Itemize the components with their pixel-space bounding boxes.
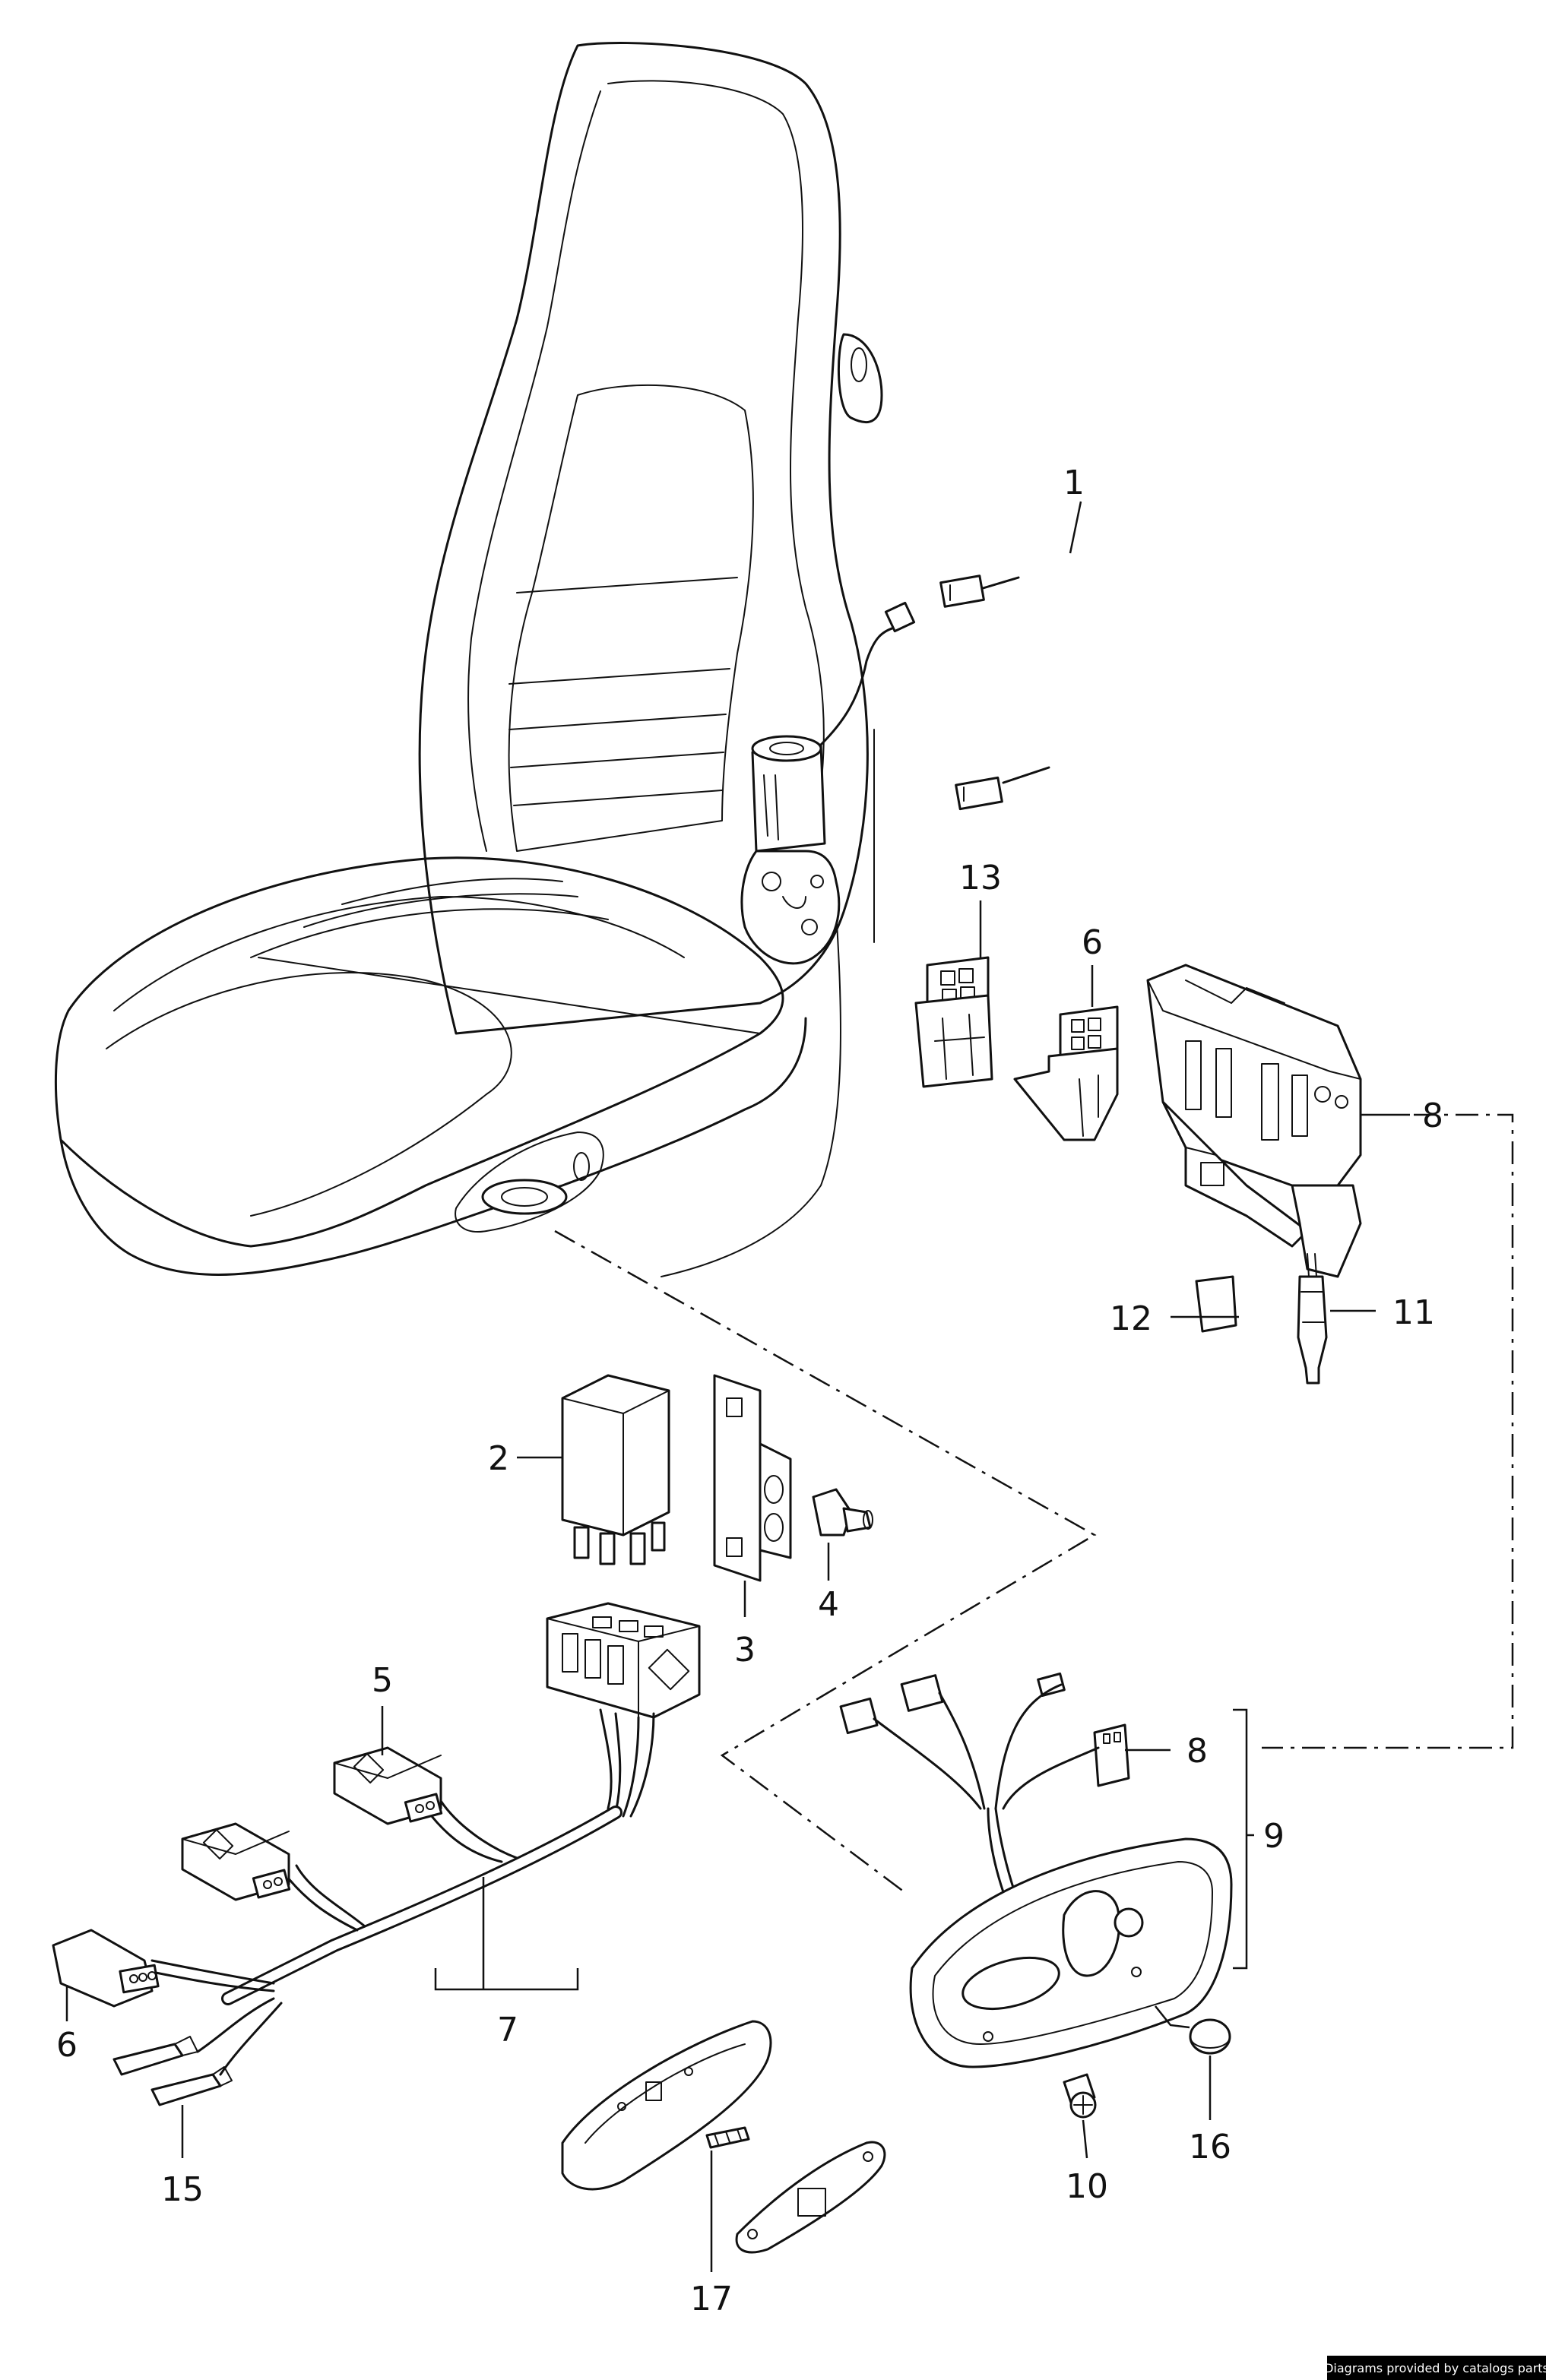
part-6-connector [1013, 1005, 1119, 1141]
callout-16: 16 [1189, 2128, 1231, 2166]
callout-7: 7 [497, 2011, 518, 2049]
part-13-connector [914, 956, 993, 1088]
reference-lines [554, 1113, 1514, 1893]
callout-9: 9 [1263, 1817, 1285, 1856]
seat-switch-bezel [909, 1837, 1233, 2068]
part-5-connectors [181, 1746, 443, 1901]
seat-illustration [54, 42, 883, 1277]
part-15-terminals [112, 2036, 233, 2106]
part-4-clip [812, 1488, 873, 1537]
callout-17: 17 [690, 2280, 733, 2318]
callout-13: 13 [959, 859, 1002, 897]
credit-badge: Diagrams provided by catalogs parts [1324, 2356, 1546, 2380]
part-7-harness [150, 1708, 655, 2076]
part-16-cap [1189, 2018, 1231, 2055]
part-9-switch-harness [839, 1672, 1130, 1894]
callout-15: 15 [161, 2170, 204, 2209]
part-10-screw [1063, 2073, 1097, 2119]
callout-10: 10 [1066, 2167, 1108, 2206]
callout-3: 3 [734, 1631, 756, 1669]
part-3-bracket [713, 1374, 792, 1582]
callout-6-upper: 6 [1082, 923, 1103, 962]
part-2-relay [561, 1374, 670, 1565]
part-8-control-unit [1146, 964, 1362, 1278]
callout-11: 11 [1392, 1293, 1435, 1332]
recliner-motor [740, 735, 841, 965]
credit-text: Diagrams provided by catalogs parts [1324, 2361, 1546, 2375]
part-17-trim-cover [561, 2020, 886, 2254]
callout-8-upper: 8 [1422, 1097, 1443, 1135]
callout-labels: 1 2 3 4 5 6 6 7 8 8 9 10 11 12 13 15 16 … [56, 464, 1443, 2318]
part-6-lower-connector [52, 1929, 160, 2008]
part-12-pad [1195, 1275, 1237, 1333]
callout-12: 12 [1110, 1299, 1152, 1338]
callout-leaders [65, 501, 1410, 2272]
relay-socket [546, 1602, 701, 1719]
callout-8-lower: 8 [1186, 1732, 1208, 1771]
callout-4: 4 [818, 1585, 839, 1624]
callout-6-lower: 6 [56, 2026, 78, 2065]
part-11-terminal [1297, 1253, 1328, 1385]
motor-cable [819, 601, 916, 746]
callout-1: 1 [1063, 464, 1085, 502]
callout-5: 5 [372, 1661, 393, 1700]
part-1-wiring-harness [939, 519, 1184, 811]
callout-2: 2 [488, 1439, 509, 1478]
